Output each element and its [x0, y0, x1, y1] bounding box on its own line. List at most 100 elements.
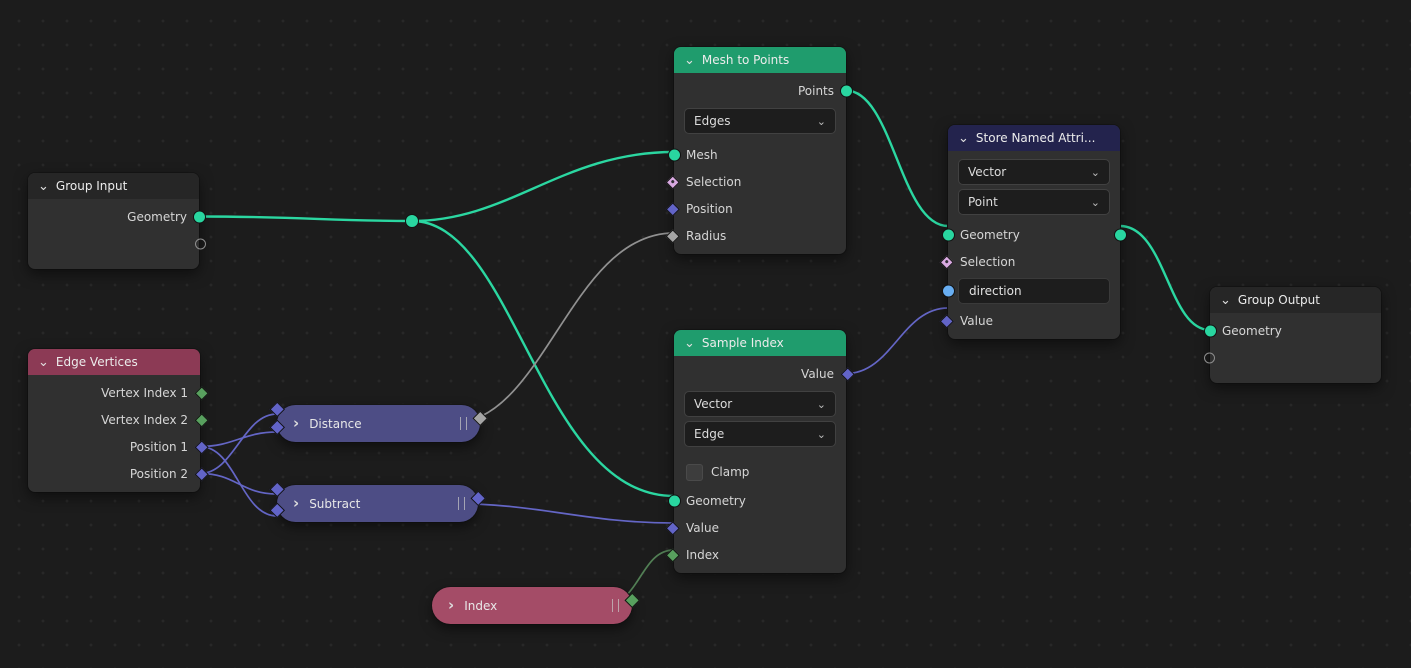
chevron-right-icon[interactable]: ›: [293, 494, 300, 512]
chevron-right-icon[interactable]: ›: [293, 414, 300, 432]
socket-row: Geometry: [1203, 317, 1381, 344]
mesh-input-socket[interactable]: [667, 148, 681, 161]
chevron-down-icon[interactable]: ⌄: [1220, 292, 1231, 308]
wire-vector-p2-distance: [199, 413, 278, 475]
node-store-named-attribute[interactable]: ⌄ Store Named Attri... Vector ⌄ Point ⌄ …: [939, 125, 1127, 339]
virtual-input-socket[interactable]: [1203, 352, 1215, 363]
chevron-down-icon[interactable]: ⌄: [38, 354, 49, 370]
grip-icon: [612, 599, 619, 612]
socket-row: [28, 230, 206, 257]
node-title: Store Named Attri...: [975, 131, 1096, 145]
socket-label: Value: [801, 366, 834, 381]
node-header[interactable]: ⌄ Group Output: [1210, 287, 1381, 313]
socket-row: Mesh: [667, 141, 846, 168]
socket-row: Value: [665, 514, 846, 541]
socket-label: Vertex Index 2: [101, 412, 188, 427]
socket-label: Position: [686, 201, 733, 216]
socket-row: Position: [665, 195, 846, 222]
node-mesh-to-points[interactable]: ⌄ Mesh to Points Points Edges ⌄ Mesh Sel…: [665, 47, 853, 254]
field-value: direction: [969, 284, 1022, 298]
geometry-input-socket[interactable]: [667, 494, 681, 507]
chevron-down-icon[interactable]: ⌄: [684, 335, 695, 351]
chevron-down-icon[interactable]: ⌄: [38, 178, 49, 194]
socket-row: Radius: [665, 222, 846, 249]
node-edge-vertices[interactable]: ⌄ Edge Vertices Vertex Index 1 Vertex In…: [28, 349, 209, 492]
chevron-right-icon[interactable]: ›: [448, 596, 455, 614]
chevron-down-icon[interactable]: ⌄: [958, 130, 969, 146]
socket-label: Index: [686, 547, 720, 562]
name-input-socket[interactable]: [941, 284, 955, 298]
socket-row: Index: [665, 541, 846, 568]
wire-vector-samplevalue-storevalue: [845, 307, 949, 375]
socket-row: Selection: [665, 168, 846, 195]
socket-label: Points: [797, 83, 834, 98]
domain-dropdown[interactable]: Edges ⌄: [684, 108, 836, 134]
socket-label: Position 1: [129, 439, 188, 454]
chevron-down-icon[interactable]: ⌄: [684, 52, 695, 68]
socket-row: Geometry: [941, 221, 1127, 248]
attribute-name-field[interactable]: direction: [958, 278, 1110, 304]
node-distance-collapsed[interactable]: › Distance: [269, 401, 488, 442]
data-type-dropdown[interactable]: Vector ⌄: [958, 159, 1110, 185]
node-index-collapsed[interactable]: › Index: [432, 587, 640, 624]
dropdown-value: Point: [968, 195, 998, 209]
node-title: Distance: [309, 416, 362, 431]
node-subtract-collapsed[interactable]: › Subtract: [269, 481, 486, 522]
wire-vector-subtract-samplevalue: [450, 502, 675, 524]
node-group-output[interactable]: ⌄ Group Output Geometry: [1203, 287, 1381, 383]
grip-icon: [460, 417, 467, 430]
socket-row: Selection: [939, 248, 1120, 275]
chevron-down-icon: ⌄: [1090, 165, 1100, 179]
socket-row: Vertex Index 1: [28, 379, 209, 406]
node-header[interactable]: ⌄ Edge Vertices: [28, 349, 200, 375]
socket-label: Selection: [960, 254, 1016, 269]
virtual-output-socket[interactable]: [194, 238, 206, 249]
points-output-socket[interactable]: [839, 84, 853, 97]
wire-geometry-reroute-mesh: [411, 150, 675, 223]
geometry-input-socket[interactable]: [1203, 324, 1217, 337]
dropdown-value: Vector: [694, 397, 733, 411]
wire-geometry-groupinput-reroute: [198, 215, 413, 223]
socket-label: Mesh: [686, 147, 718, 162]
node-header[interactable]: ⌄ Store Named Attri...: [948, 125, 1120, 151]
socket-row: Position 1: [28, 433, 209, 460]
node-header[interactable]: ⌄ Mesh to Points: [674, 47, 846, 73]
socket-label: Geometry: [960, 227, 1020, 242]
socket-row: Geometry: [28, 203, 206, 230]
wire-geometry-store-groupoutput: [1119, 224, 1211, 332]
node-title: Group Input: [55, 179, 128, 193]
socket-row: Position 2: [28, 460, 209, 487]
socket-label: Value: [686, 520, 719, 535]
node-sample-index[interactable]: ⌄ Sample Index Value Vector ⌄ Edge ⌄ Cla…: [665, 330, 855, 573]
socket-label: Radius: [686, 228, 727, 243]
data-type-dropdown[interactable]: Vector ⌄: [684, 391, 836, 417]
socket-label: Geometry: [127, 209, 187, 224]
geometry-input-socket[interactable]: [941, 228, 955, 241]
reroute-node[interactable]: [405, 214, 419, 228]
wire-vector-p1-subtract: [199, 445, 278, 517]
chevron-down-icon: ⌄: [816, 397, 826, 411]
node-title: Index: [464, 598, 498, 613]
wire-float-distance-radius: [450, 232, 675, 425]
chevron-down-icon: ⌄: [816, 427, 826, 441]
socket-label: Value: [960, 313, 993, 328]
geometry-output-socket[interactable]: [192, 210, 206, 223]
socket-row: Value: [674, 360, 855, 387]
geometry-output-socket[interactable]: [1113, 228, 1127, 241]
node-header[interactable]: ⌄ Sample Index: [674, 330, 846, 356]
socket-label: Position 2: [129, 466, 188, 481]
grip-icon: [458, 497, 465, 510]
socket-row: Geometry: [667, 487, 846, 514]
domain-dropdown[interactable]: Point ⌄: [958, 189, 1110, 215]
socket-row: Points: [674, 77, 853, 104]
clamp-row: Clamp: [674, 457, 846, 487]
dropdown-value: Vector: [968, 165, 1007, 179]
node-header[interactable]: ⌄ Group Input: [28, 173, 199, 199]
node-title: Subtract: [309, 496, 361, 511]
clamp-checkbox[interactable]: [686, 463, 703, 481]
node-group-input[interactable]: ⌄ Group Input Geometry: [28, 173, 206, 269]
domain-dropdown[interactable]: Edge ⌄: [684, 421, 836, 447]
chevron-down-icon: ⌄: [816, 114, 826, 128]
